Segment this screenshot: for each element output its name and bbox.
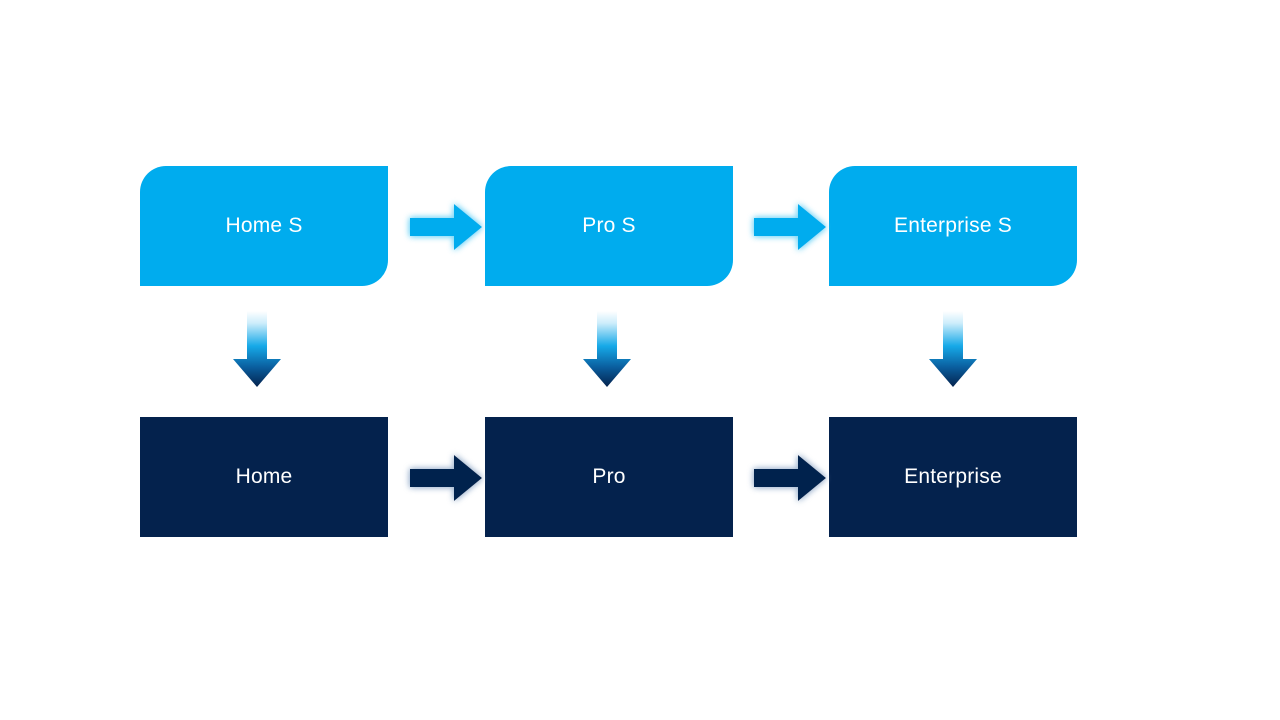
process-node-label: Enterprise S xyxy=(894,214,1012,238)
process-node-label: Home S xyxy=(225,214,303,238)
process-node-enterprise-s[interactable]: Enterprise S xyxy=(829,166,1077,286)
arrow-down-home-s-to-home xyxy=(231,311,283,389)
arrow-down-pro-s-to-pro xyxy=(581,311,633,389)
arrow-right-home-s-to-pro-s xyxy=(408,200,484,254)
process-node-label: Home xyxy=(235,465,293,489)
arrow-right-home-to-pro xyxy=(408,451,484,505)
process-node-pro[interactable]: Pro xyxy=(485,417,733,537)
process-node-home[interactable]: Home xyxy=(140,417,388,537)
arrow-down-enterprise-s-to-enterprise xyxy=(927,311,979,389)
arrow-right-pro-to-enterprise xyxy=(752,451,828,505)
process-node-home-s[interactable]: Home S xyxy=(140,166,388,286)
arrow-right-pro-s-to-enterprise-s xyxy=(752,200,828,254)
process-node-label: Enterprise xyxy=(904,465,1002,489)
process-node-label: Pro xyxy=(592,465,626,489)
process-node-enterprise[interactable]: Enterprise xyxy=(829,417,1077,537)
process-node-pro-s[interactable]: Pro S xyxy=(485,166,733,286)
process-node-label: Pro S xyxy=(582,214,636,238)
